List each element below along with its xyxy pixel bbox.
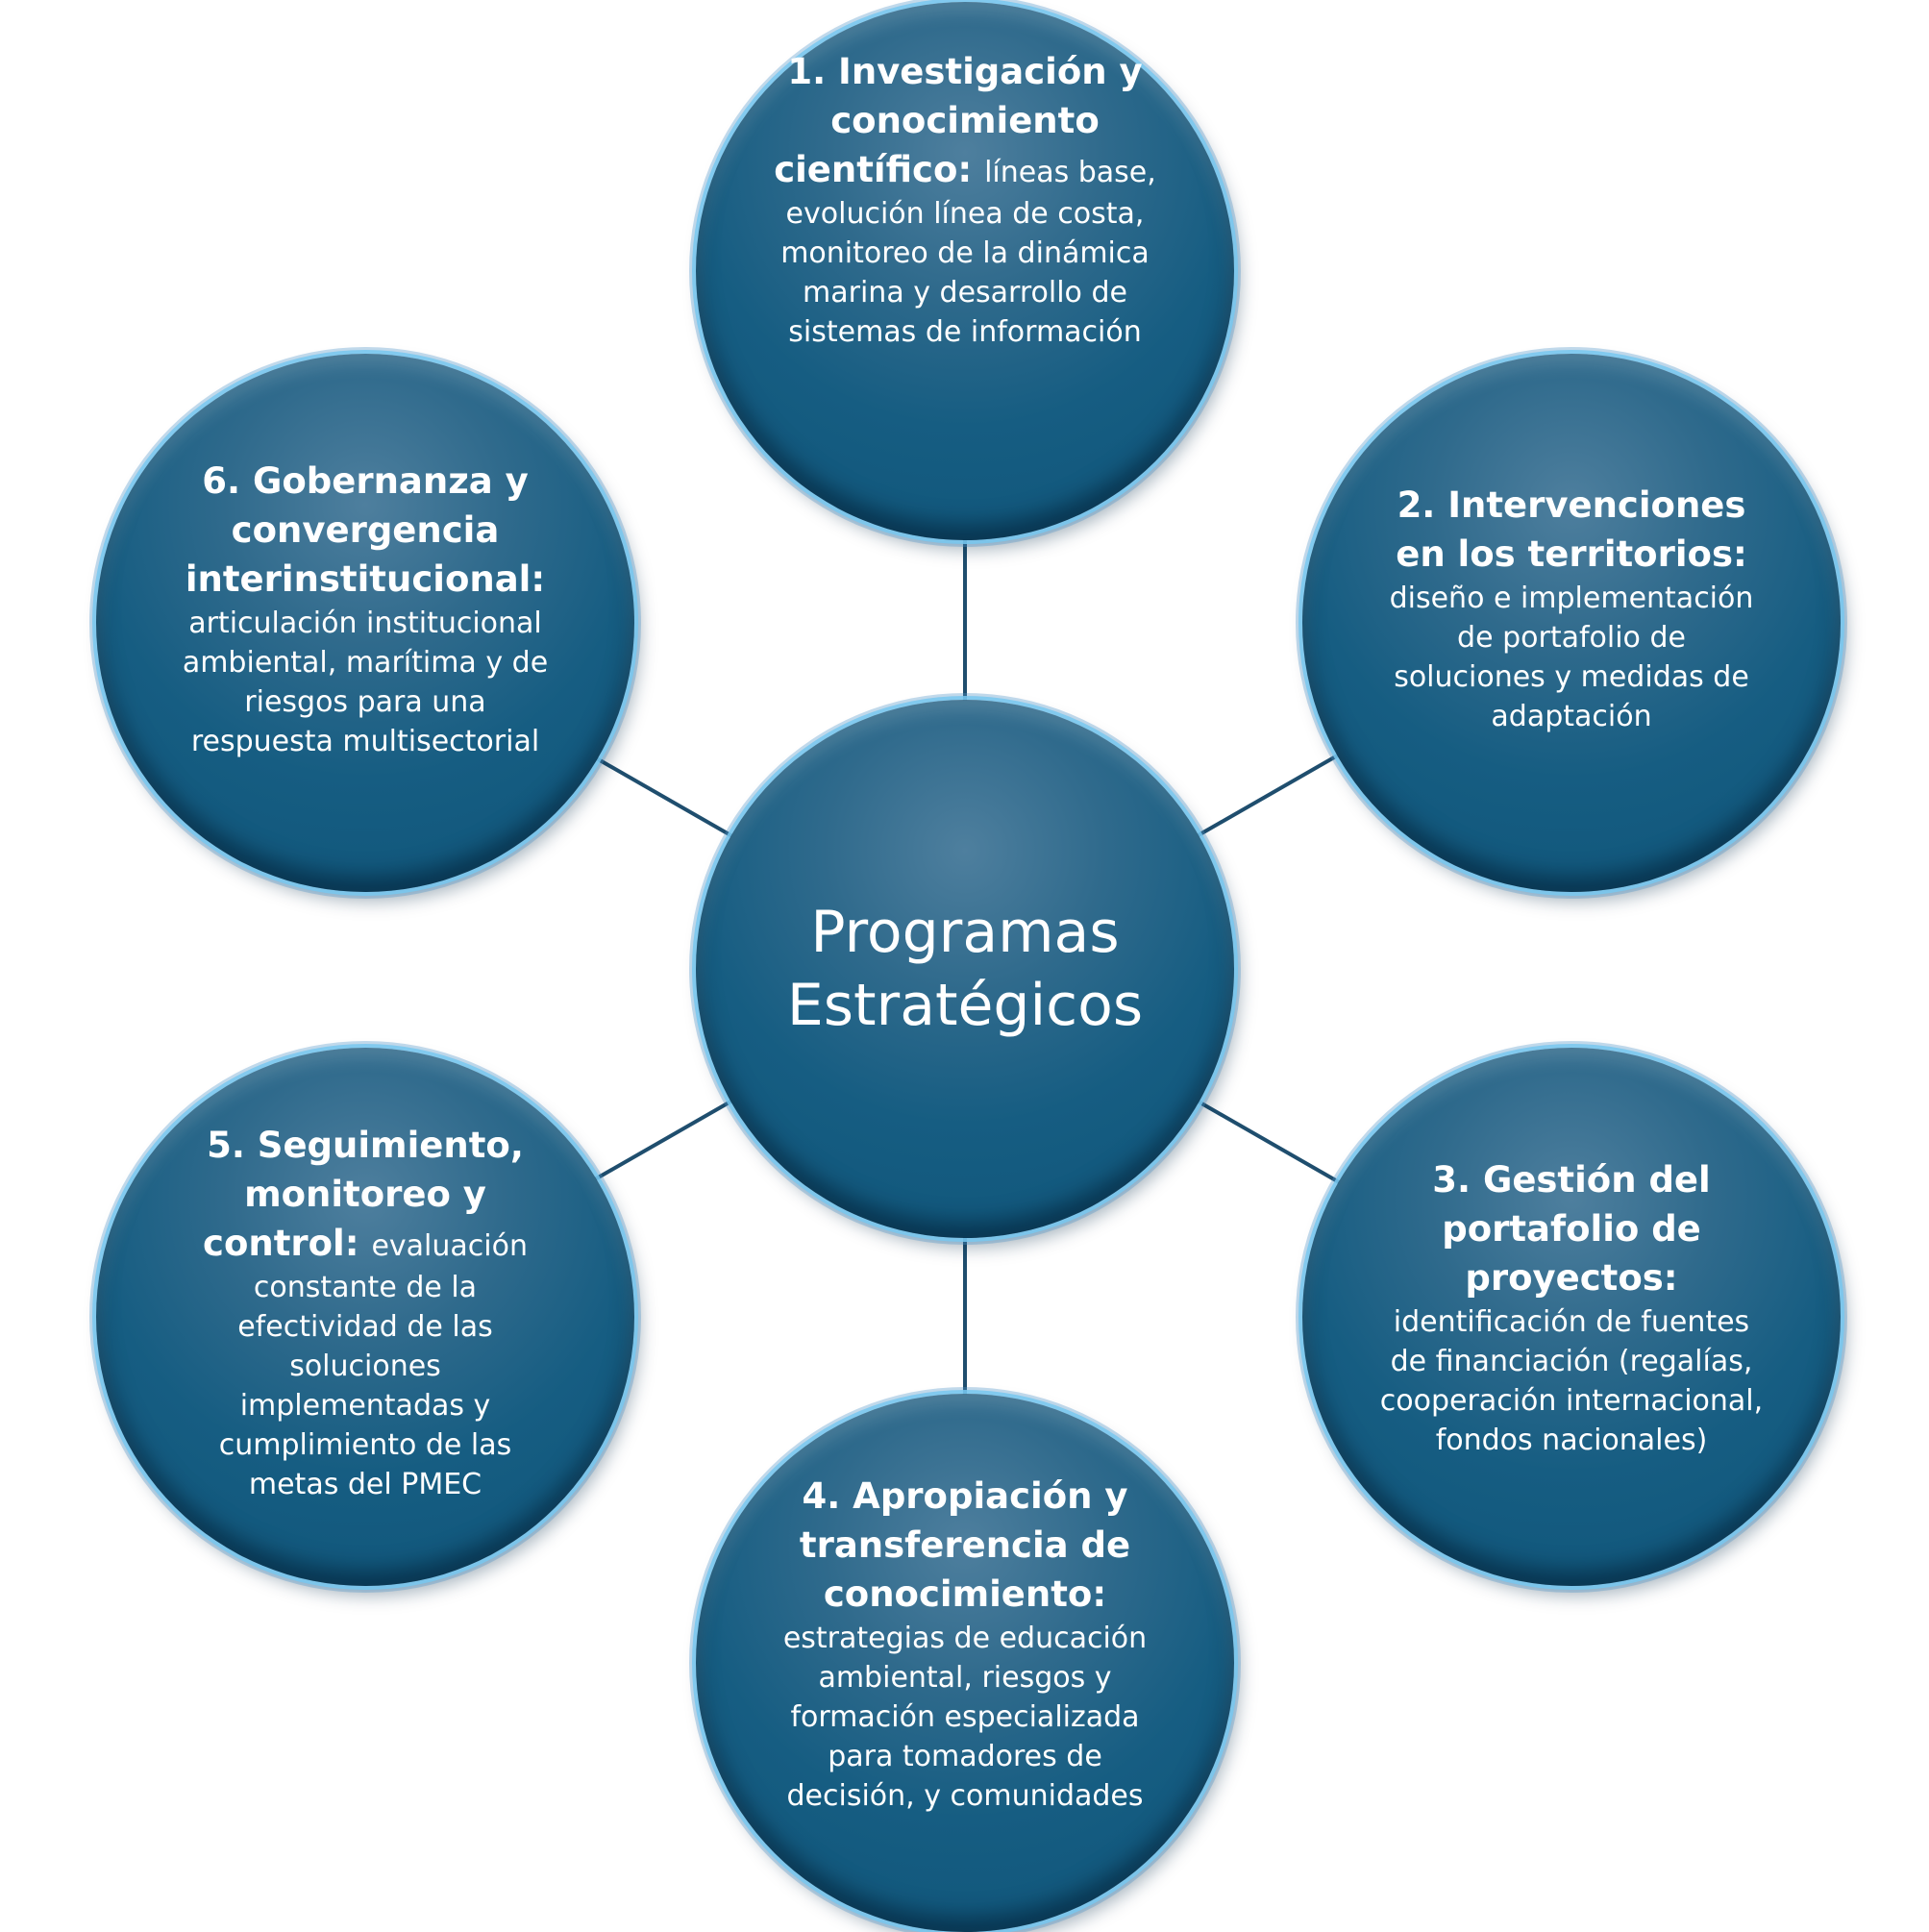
program-text-6: 6. Gobernanza y convergencia interinstit…	[173, 457, 557, 761]
program-title-4: 4. Apropiación y transferencia de conoci…	[799, 1475, 1131, 1615]
program-node-1: 1. Investigación y conocimiento científi…	[696, 2, 1234, 540]
program-text-4: 4. Apropiación y transferencia de conoci…	[773, 1472, 1157, 1816]
program-desc-4: estrategias de educación ambiental, ries…	[782, 1622, 1148, 1813]
program-desc-3: identificación de fuentes de financiació…	[1379, 1304, 1764, 1457]
program-title-3: 3. Gestión del portafolio de proyectos:	[1432, 1158, 1711, 1299]
connector-6	[587, 752, 733, 838]
program-text-5: 5. Seguimiento, monitoreo y control: eva…	[173, 1121, 557, 1504]
program-text-1: 1. Investigación y conocimiento científi…	[773, 47, 1157, 352]
connector-2	[1196, 752, 1342, 838]
center-label-line2: Estratégicos	[786, 972, 1144, 1039]
program-text-2: 2. Intervenciones en los territorios: di…	[1379, 481, 1764, 736]
program-desc-2: diseño e implementación de portafolio de…	[1389, 582, 1754, 733]
center-label-line1: Programas	[810, 899, 1120, 966]
connector-3	[1196, 1099, 1342, 1185]
program-node-5: 5. Seguimiento, monitoreo y control: eva…	[96, 1048, 634, 1586]
program-desc-6: articulación institucional ambiental, ma…	[182, 606, 549, 758]
program-node-6: 6. Gobernanza y convergencia interinstit…	[96, 354, 634, 892]
program-title-1: 1. Investigación y conocimiento científi…	[774, 50, 1143, 190]
program-title-6: 6. Gobernanza y convergencia interinstit…	[185, 459, 546, 600]
program-node-3: 3. Gestión del portafolio de proyectos: …	[1302, 1048, 1841, 1586]
program-node-2: 2. Intervenciones en los territorios: di…	[1302, 354, 1841, 892]
program-node-4: 4. Apropiación y transferencia de conoci…	[696, 1394, 1234, 1932]
program-desc-5: evaluación constante de la efectividad d…	[218, 1228, 528, 1501]
program-title-5: 5. Seguimiento, monitoreo y control:	[203, 1124, 524, 1264]
program-title-2: 2. Intervenciones en los territorios:	[1396, 484, 1747, 575]
connector-5	[587, 1099, 733, 1185]
center-node: Programas Estratégicos	[696, 700, 1234, 1238]
center-label: Programas Estratégicos	[754, 896, 1176, 1042]
program-text-3: 3. Gestión del portafolio de proyectos: …	[1379, 1155, 1764, 1460]
program-desc-1: líneas base, evolución línea de costa, m…	[780, 155, 1156, 349]
